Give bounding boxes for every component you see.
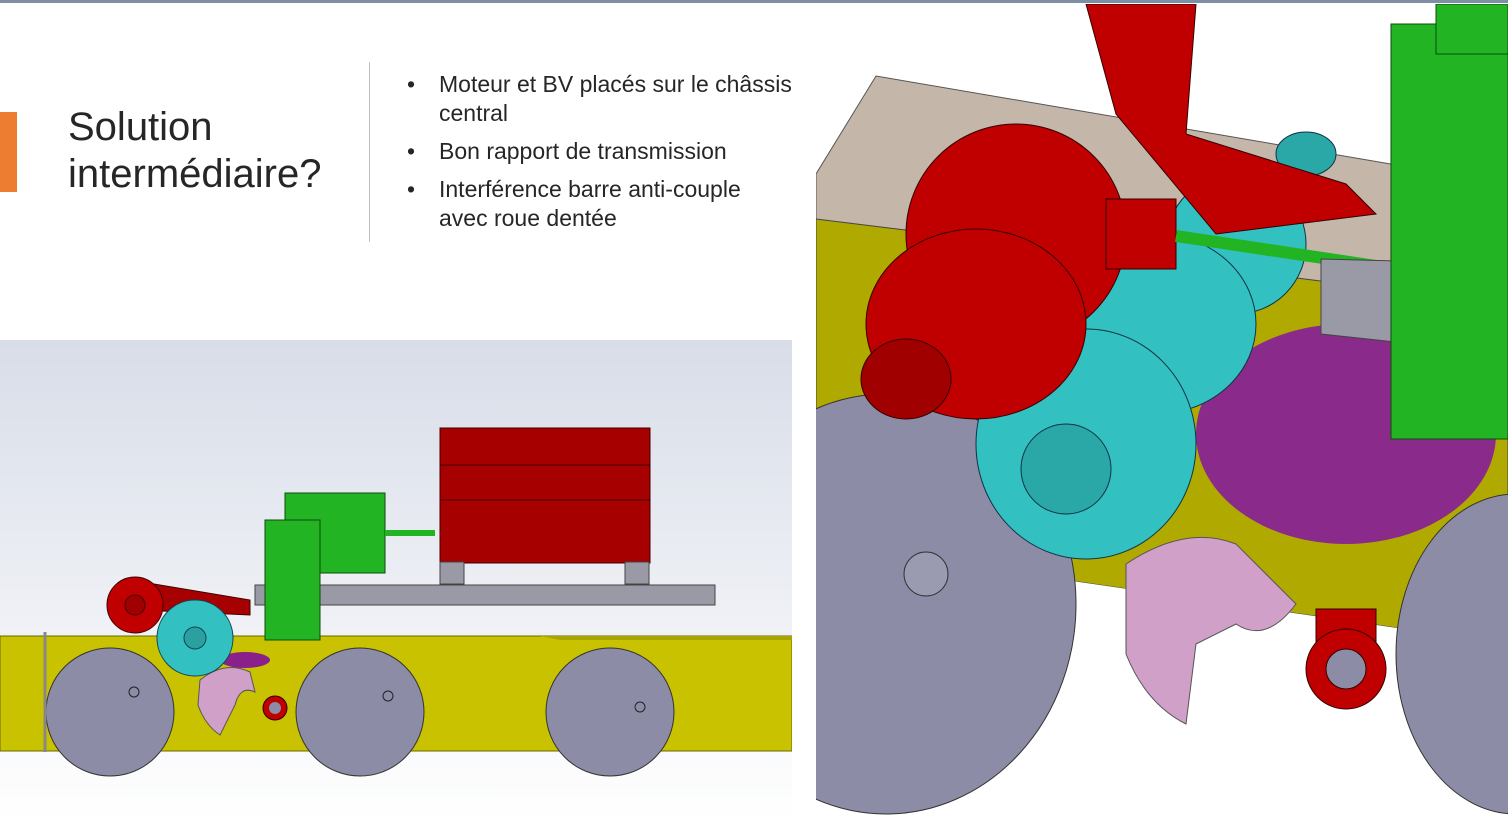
bullet-text: Bon rapport de transmission xyxy=(439,138,727,164)
bullet-dot-icon: • xyxy=(407,138,416,164)
slide-top-border xyxy=(0,0,1508,3)
bullet-item: • Moteur et BV placés sur le châssis cent… xyxy=(407,70,792,128)
bullet-item: • Interférence barre anti-couple avec rou… xyxy=(407,175,792,233)
slide-title: Solution intermédiaire? xyxy=(68,105,322,196)
bullet-item: • Bon rapport de transmission xyxy=(407,137,792,166)
bullet-text: Interférence barre anti-couple avec roue… xyxy=(439,176,741,231)
bullet-list: • Moteur et BV placés sur le châssis cent… xyxy=(407,70,792,242)
bullet-dot-icon: • xyxy=(407,176,416,202)
bullet-text: Moteur et BV placés sur le châssis centr… xyxy=(439,71,792,126)
bullet-dot-icon: • xyxy=(407,71,416,97)
cad-side-view-image xyxy=(0,340,792,820)
title-accent-bar xyxy=(0,112,17,192)
title-divider xyxy=(369,62,370,242)
cad-closeup-view-image xyxy=(816,4,1508,820)
